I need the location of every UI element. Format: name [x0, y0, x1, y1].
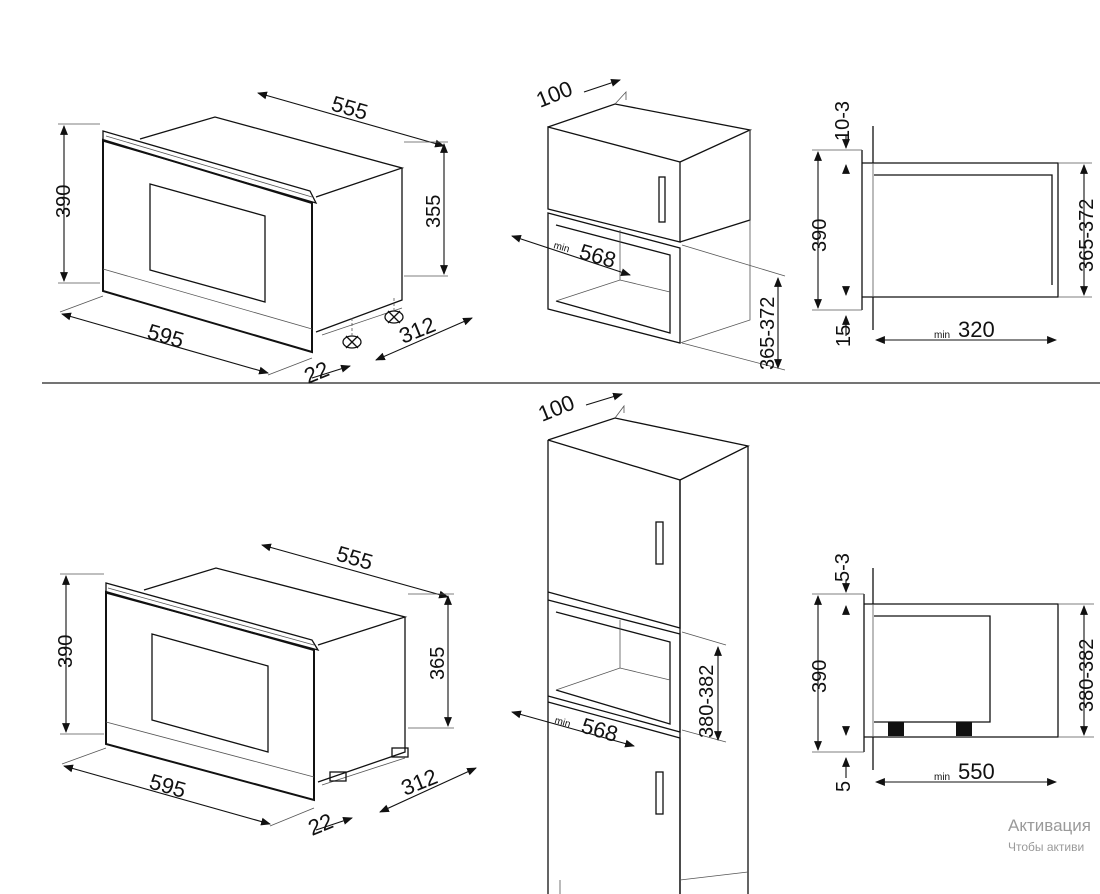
- foot-icon: [329, 771, 347, 782]
- dim-depth: 555: [334, 541, 376, 575]
- watermark-line2: Чтобы активи: [1008, 840, 1085, 854]
- bottom-section-view: 5-3 390 5 380-382 min 550: [809, 553, 1098, 792]
- min-label: min: [934, 330, 950, 341]
- dim-min-depth: 568: [579, 713, 621, 747]
- dim-bottom: 15: [833, 325, 855, 347]
- top-oven-view: 390 555 355 595 312 22: [53, 91, 473, 389]
- min-label: min: [553, 715, 572, 730]
- dim-panel: 22: [305, 808, 337, 840]
- foot-icon: [391, 747, 409, 758]
- dim-panel: 22: [301, 356, 333, 388]
- foot-icon: [384, 298, 404, 324]
- handle-icon: [655, 771, 664, 815]
- dim-top-gap: 100: [535, 390, 578, 427]
- dim-side: 312: [396, 312, 439, 349]
- top-cabinet-view: 100 min 568 365-372: [511, 76, 786, 371]
- dim-height: 390: [809, 660, 831, 693]
- top-section-view: 10-3 390 15 365-372 min 320: [809, 101, 1098, 347]
- dim-top-gap: 5-3: [832, 553, 854, 582]
- bottom-oven-view: 390 555 365 595 312 22: [55, 541, 477, 841]
- dim-top-gap: 10-3: [832, 101, 854, 141]
- dim-niche-height: 365-372: [1076, 199, 1098, 272]
- dim-height: 390: [53, 185, 75, 218]
- dim-min-depth: 320: [958, 317, 995, 342]
- dim-bottom: 5: [833, 781, 855, 792]
- foot-icon: [342, 318, 362, 349]
- dim-niche-height: 380-382: [1076, 639, 1098, 712]
- dim-top-gap: 100: [533, 76, 576, 113]
- dim-height: 390: [55, 635, 77, 668]
- foot-icon: [956, 722, 972, 736]
- handle-icon: [658, 176, 666, 223]
- dim-niche-height: 365-372: [757, 297, 779, 370]
- dim-body-height: 365: [427, 647, 449, 680]
- dim-body-height: 355: [423, 195, 445, 228]
- dim-height: 390: [809, 219, 831, 252]
- watermark-line1: Активация: [1008, 816, 1091, 835]
- bottom-cabinet-view: 100 min 568 380-382: [511, 390, 750, 894]
- foot-icon: [888, 722, 904, 736]
- min-label: min: [934, 772, 950, 783]
- dim-width: 595: [145, 319, 187, 353]
- dim-min-depth: 550: [958, 759, 995, 784]
- dim-width: 595: [147, 769, 189, 803]
- dim-niche-height: 380-382: [696, 665, 718, 738]
- handle-icon: [655, 521, 664, 565]
- dim-depth: 555: [329, 91, 371, 125]
- dim-side: 312: [398, 764, 441, 801]
- dim-min-depth: 568: [577, 239, 619, 273]
- min-label: min: [552, 240, 571, 255]
